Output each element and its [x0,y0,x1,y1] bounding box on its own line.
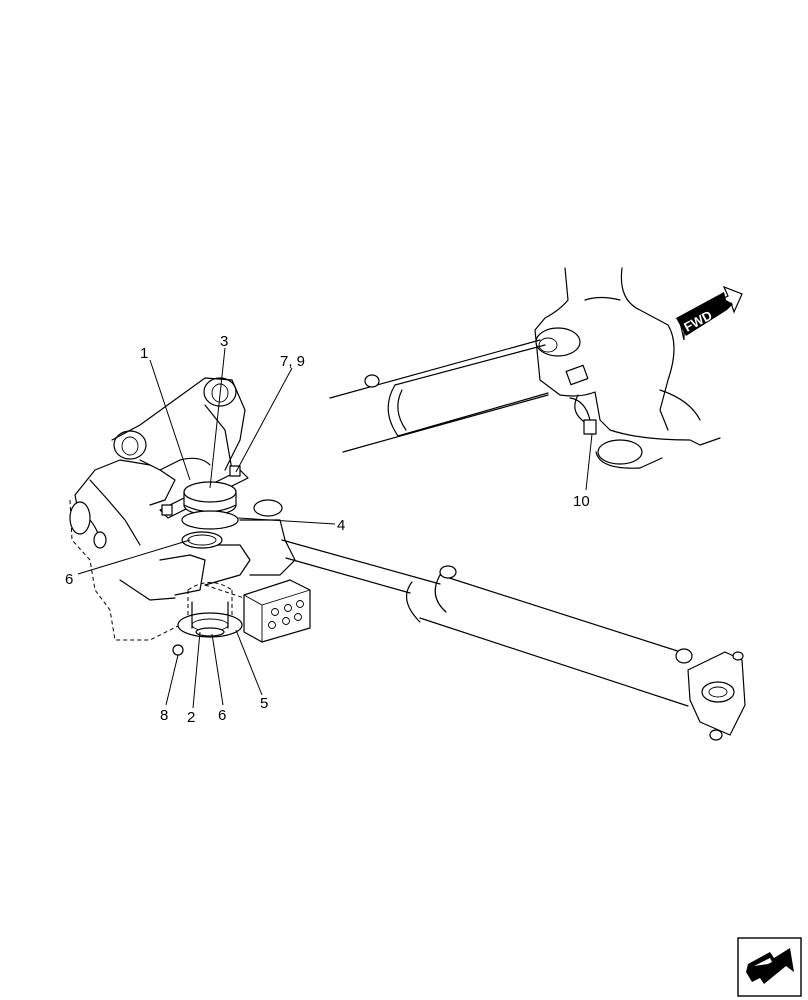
leader-lines [77,347,593,709]
pivot-pin-stack [159,465,249,656]
chassis-casting [69,377,296,641]
upper-cylinder [329,339,549,453]
callout-2: 2 [187,709,195,726]
valve-block [204,579,311,643]
next-page-arrow-icon[interactable] [737,937,802,997]
callout-8: 8 [160,707,168,724]
callout-6-lower: 6 [218,707,226,724]
fwd-label: FWD [681,308,714,335]
callout-4: 4 [337,517,345,534]
callout-1: 1 [140,345,148,362]
callout-10: 10 [573,493,590,510]
callout-5: 5 [260,695,268,712]
lower-cylinder [281,539,746,741]
callout-labels: 1 3 7, 9 4 6 10 8 2 6 5 [65,333,590,726]
fwd-direction-arrow: FWD [676,285,743,341]
callout-6-upper: 6 [65,571,73,588]
upper-pivot-assembly [534,267,721,469]
callout-3: 3 [220,333,228,350]
callout-7-9: 7, 9 [280,353,305,370]
